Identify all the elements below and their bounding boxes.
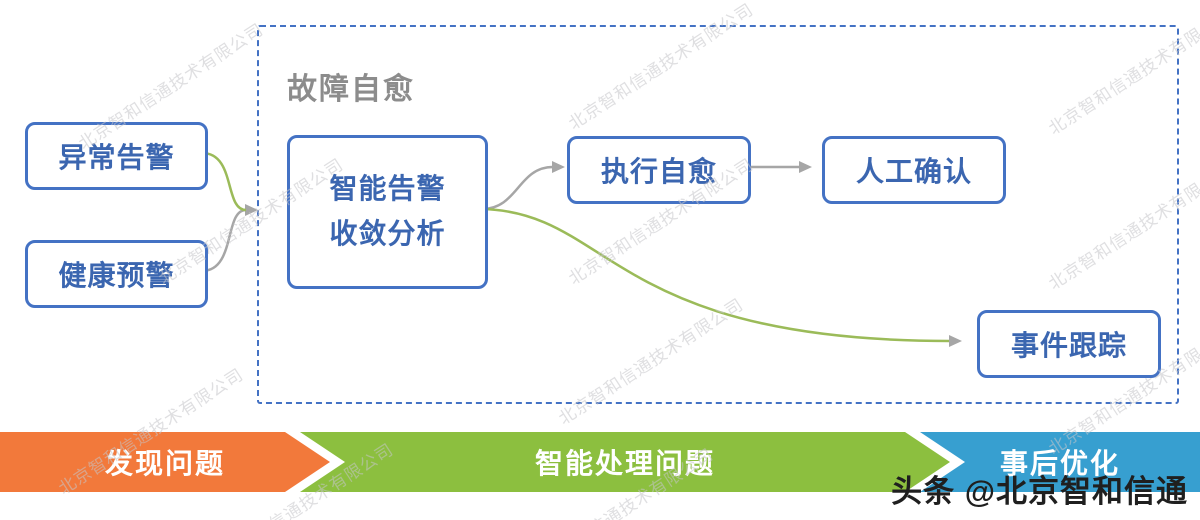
node-smart-convergence-analysis: 智能告警 收敛分析 [287, 135, 488, 289]
stage-banner: 发现问题 智能处理问题 事后优化 [0, 432, 1200, 492]
connector-abnormal-to-analysis [201, 151, 247, 212]
stage-discover-problems-label: 发现问题 [104, 448, 225, 479]
connector-health-to-analysis [201, 204, 258, 273]
node-abnormal-alert-label: 异常告警 [58, 142, 175, 173]
stage-smart-handle-problems: 智能处理问题 [300, 432, 950, 492]
node-smart-convergence-line1: 智能告警 [329, 173, 446, 205]
fault-self-healing-container [257, 25, 1179, 404]
stage-post-optimization: 事后优化 [920, 432, 1200, 492]
credit-text: 头条 @北京智和信通 [891, 474, 1188, 509]
stage-discover-problems: 发现问题 [0, 432, 330, 492]
node-execute-healing-label: 执行自愈 [600, 156, 717, 187]
node-execute-healing: 执行自愈 [567, 136, 751, 204]
node-manual-confirm: 人工确认 [822, 136, 1006, 204]
node-event-tracking: 事件跟踪 [977, 310, 1161, 378]
node-abnormal-alert: 异常告警 [25, 122, 208, 190]
node-health-warning-label: 健康预警 [58, 260, 175, 291]
node-health-warning: 健康预警 [25, 240, 208, 308]
node-manual-confirm-label: 人工确认 [855, 156, 972, 187]
stage-smart-handle-problems-label: 智能处理问题 [534, 448, 715, 479]
node-event-tracking-label: 事件跟踪 [1010, 330, 1127, 361]
node-smart-convergence-line2: 收敛分析 [329, 218, 446, 249]
container-title: 故障自愈 [287, 73, 415, 106]
stage-post-optimization-label: 事后优化 [999, 448, 1120, 479]
